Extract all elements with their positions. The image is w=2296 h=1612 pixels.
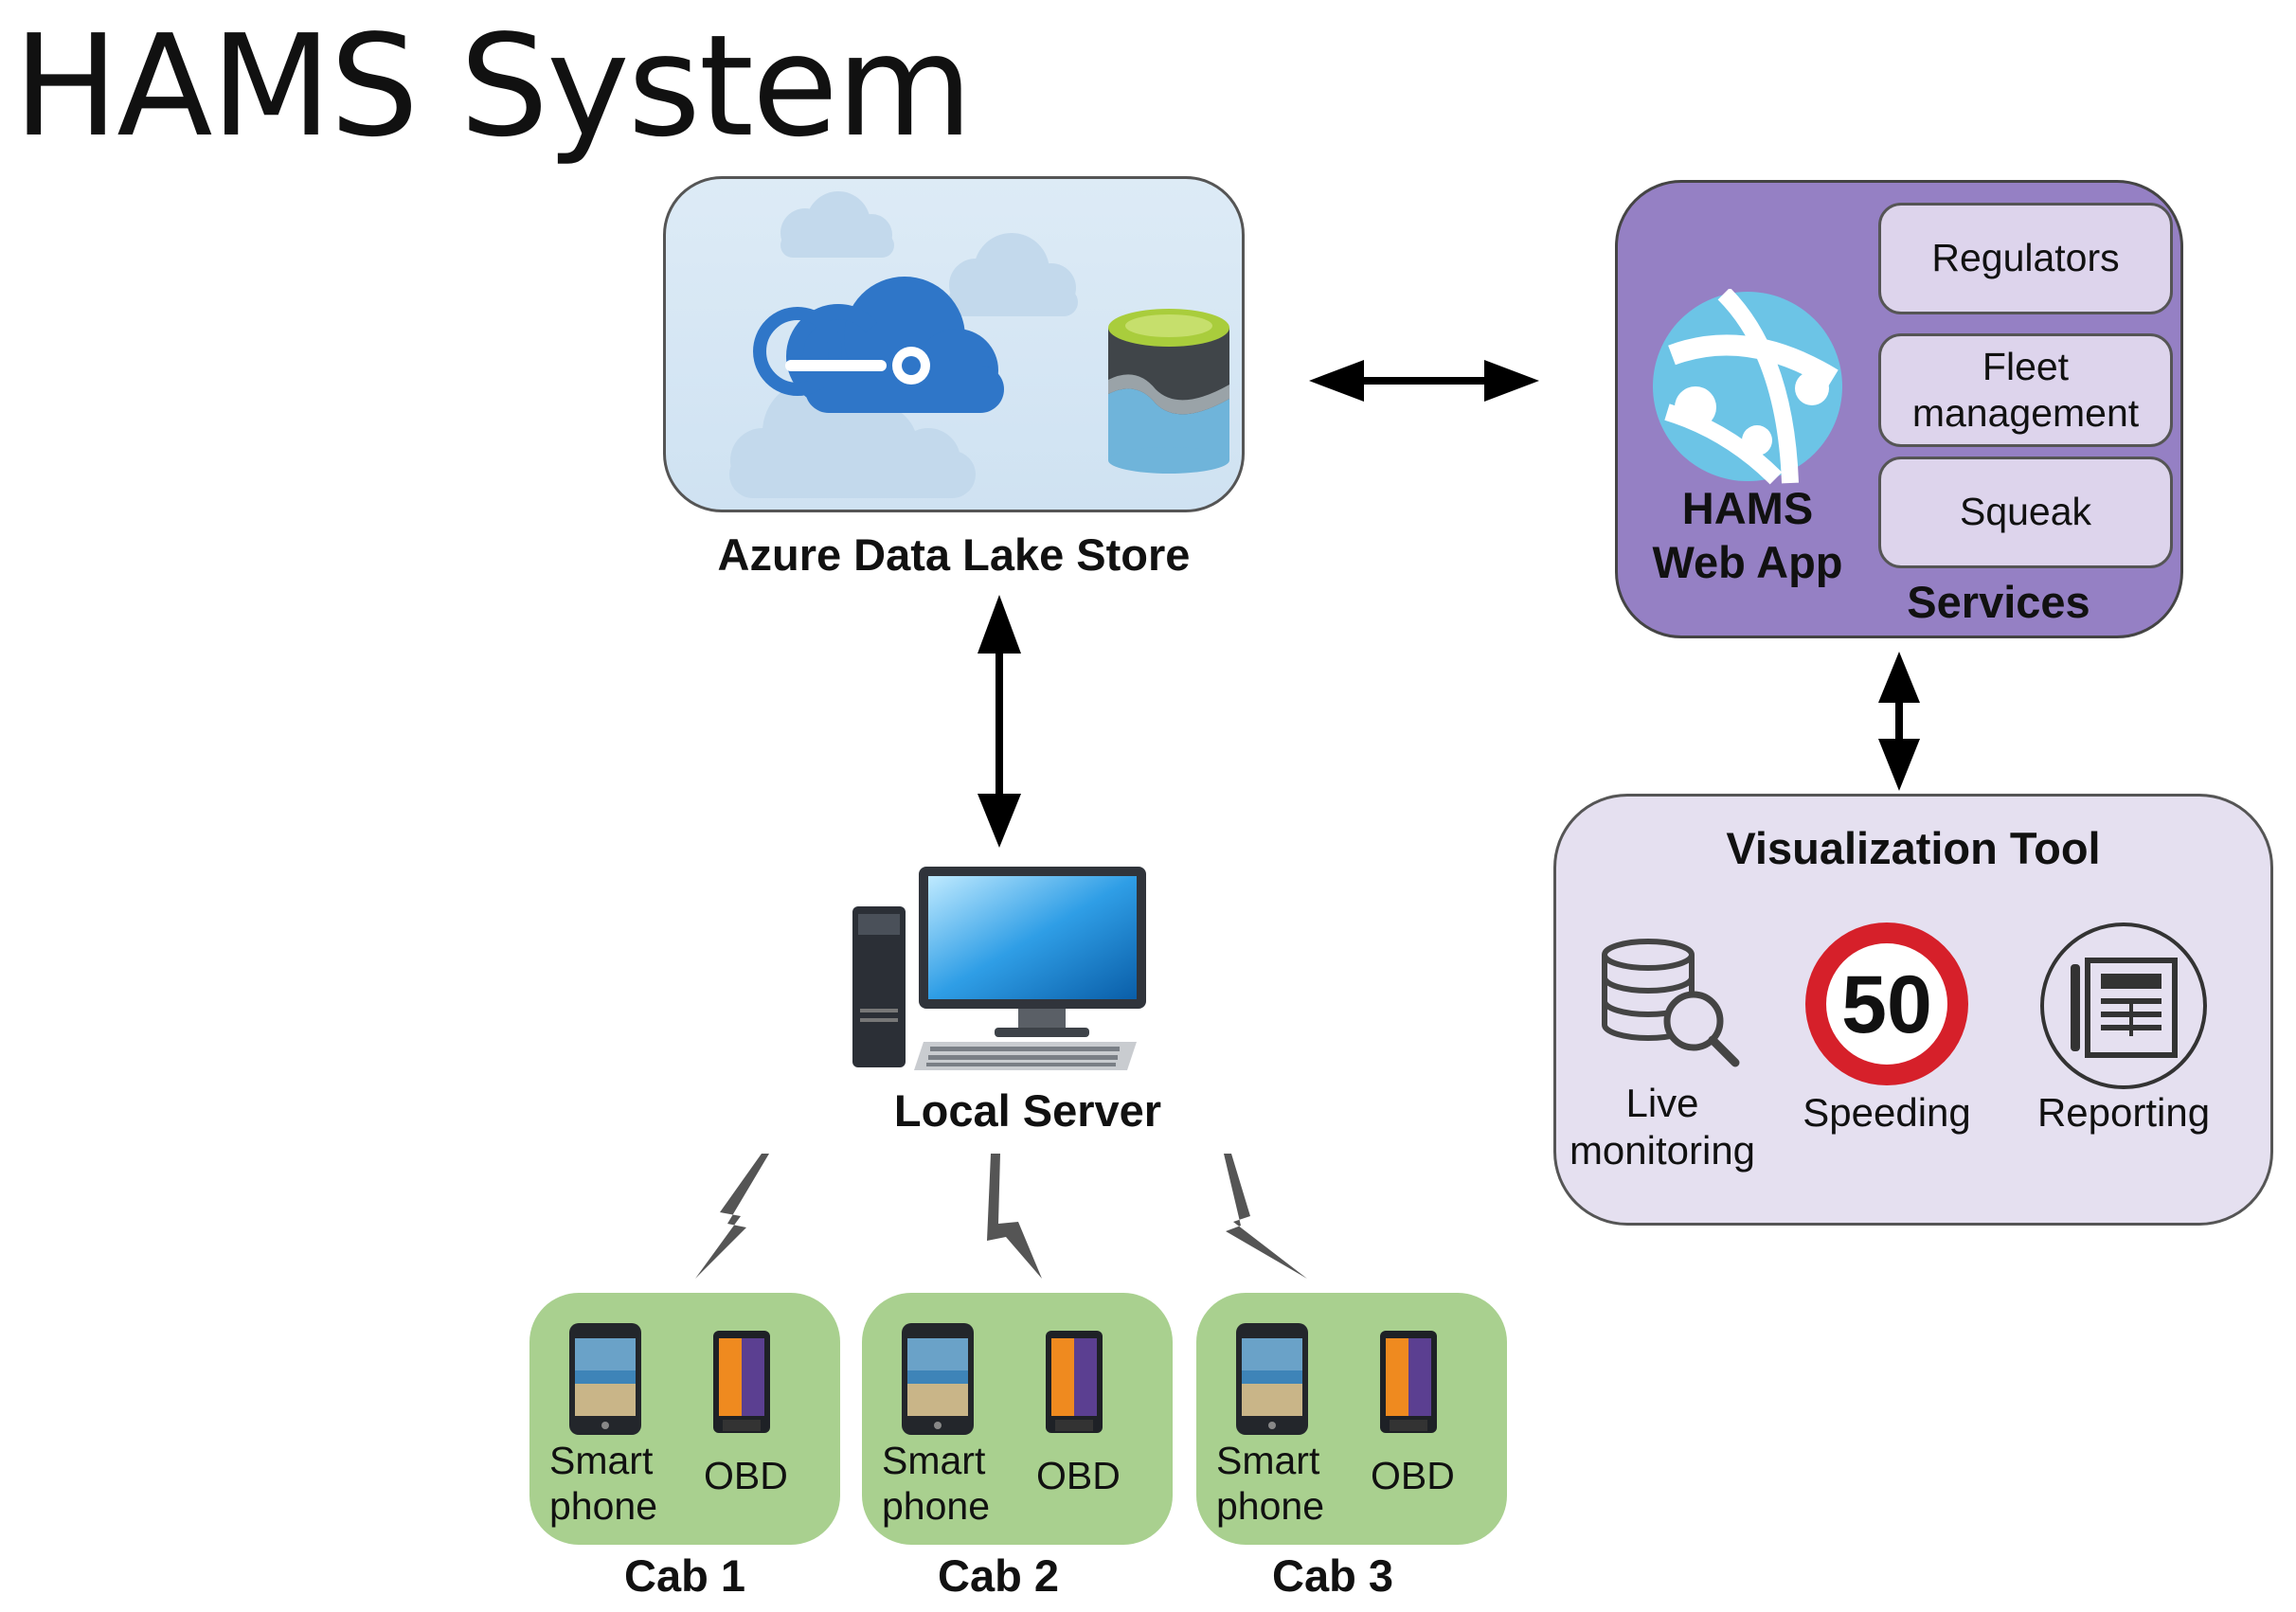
cab-3-device2-label: OBD	[1371, 1454, 1455, 1497]
services-label: Services	[1907, 577, 2090, 627]
reporting-label[interactable]: Reporting	[2036, 1090, 2211, 1135]
cab-3-name: Cab 3	[1272, 1550, 1393, 1601]
cab-3-device1-label: Smart phone	[1216, 1439, 1325, 1529]
local-server-computer-icon	[852, 867, 1146, 1070]
database-search-icon	[1602, 939, 1740, 1067]
cab-1-device2-label: OBD	[704, 1454, 788, 1497]
web-app-globe-icon	[1653, 289, 1842, 485]
speed-limit-value: 50	[1841, 959, 1932, 1050]
speeding-label[interactable]: Speeding	[1803, 1090, 1971, 1135]
speed-limit-sign-icon: 50	[1805, 922, 1968, 1085]
cab-2-device1-label: Smart phone	[882, 1439, 991, 1529]
datalake-label: Azure Data Lake Store	[717, 529, 1191, 580]
report-icon	[2040, 922, 2207, 1089]
webapp-label-line2: Web App	[1652, 537, 1843, 588]
webapp-label-line1: HAMS	[1681, 483, 1814, 533]
smartphone-icon-cab1	[569, 1323, 641, 1435]
service-fleet-management[interactable]: Fleet management	[1878, 333, 2173, 447]
cab-2-name: Cab 2	[938, 1550, 1059, 1601]
live-monitoring-label[interactable]: Live monitoring	[1569, 1081, 1756, 1173]
smartphone-icon-cab2	[902, 1323, 974, 1435]
cab-2-device2-label: OBD	[1036, 1454, 1121, 1497]
arrow-datalake-server	[978, 595, 1021, 848]
page-title: HAMS System	[13, 5, 973, 168]
wireless-links	[695, 1154, 1307, 1279]
obd-device-icon-cab3	[1380, 1331, 1437, 1433]
wireless-signal-icon-cab2	[987, 1154, 1042, 1279]
arrow-datalake-webapp	[1309, 360, 1539, 402]
datalake-cylinder-icon	[1108, 309, 1229, 474]
datalake-illustration	[729, 191, 1229, 498]
smartphone-icon-cab3	[1236, 1323, 1308, 1435]
visualization-tool-title: Visualization Tool	[1726, 823, 2101, 873]
wireless-signal-icon-cab1	[695, 1154, 769, 1279]
obd-device-icon-cab1	[713, 1331, 770, 1433]
arrow-webapp-visualization	[1878, 652, 1920, 791]
wireless-signal-icon-cab3	[1224, 1154, 1307, 1279]
service-regulators[interactable]: Regulators	[1878, 203, 2173, 314]
local-server-label: Local Server	[893, 1085, 1162, 1136]
obd-device-icon-cab2	[1046, 1331, 1103, 1433]
background-cloud-icon	[729, 191, 1078, 498]
cab-1-device1-label: Smart phone	[549, 1439, 658, 1529]
azure-cloud-icon	[753, 277, 1004, 413]
cab-1-name: Cab 1	[624, 1550, 745, 1601]
service-squeak[interactable]: Squeak	[1878, 457, 2173, 568]
